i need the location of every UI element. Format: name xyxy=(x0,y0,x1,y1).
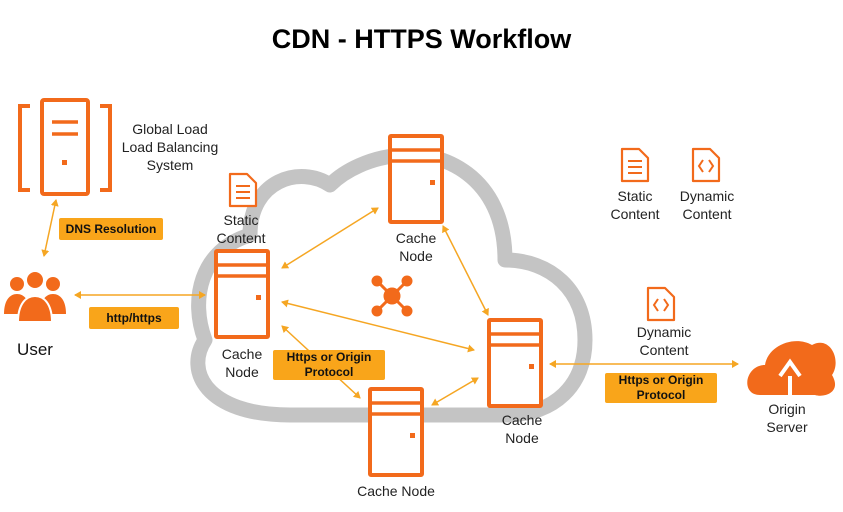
label-cache-node-bottom: Cache Node xyxy=(357,483,435,499)
code-document-icon xyxy=(691,147,721,183)
document-icon xyxy=(228,172,258,208)
label-cache-node-top: Cache Node xyxy=(395,230,437,264)
hub-icon xyxy=(371,275,413,317)
label-user: User xyxy=(17,340,53,359)
label-static-content-left: Static Content xyxy=(216,212,266,246)
global-load-balancer-icon xyxy=(18,98,112,196)
server-icon xyxy=(368,387,424,477)
diagram-title: CDN - HTTPS Workflow xyxy=(271,24,572,54)
code-document-icon xyxy=(646,286,676,322)
label-global-load: Global Load Load Balancing System xyxy=(121,121,219,173)
cloud-shape xyxy=(190,146,593,423)
server-icon xyxy=(487,318,543,408)
document-icon xyxy=(620,147,650,183)
label-cache-node-right: Cache Node xyxy=(501,412,543,446)
server-icon xyxy=(214,249,270,339)
badge-https-origin-right: Https or Origin Protocol xyxy=(605,373,717,403)
server-icon xyxy=(388,134,444,224)
label-dynamic-content-right: Dynamic Content xyxy=(679,188,735,222)
label-cache-node-left: Cache Node xyxy=(221,346,263,380)
label-dynamic-content-mid: Dynamic Content xyxy=(636,324,692,358)
label-origin-server: Origin Server xyxy=(766,401,808,435)
badge-dns-resolution: DNS Resolution xyxy=(59,218,163,240)
badge-https-origin-left: Https or Origin Protocol xyxy=(273,350,385,380)
users-icon xyxy=(4,270,66,323)
badge-http-https: http/https xyxy=(89,307,179,329)
label-static-content-right: Static Content xyxy=(610,188,660,222)
origin-cloud-icon xyxy=(747,341,836,396)
